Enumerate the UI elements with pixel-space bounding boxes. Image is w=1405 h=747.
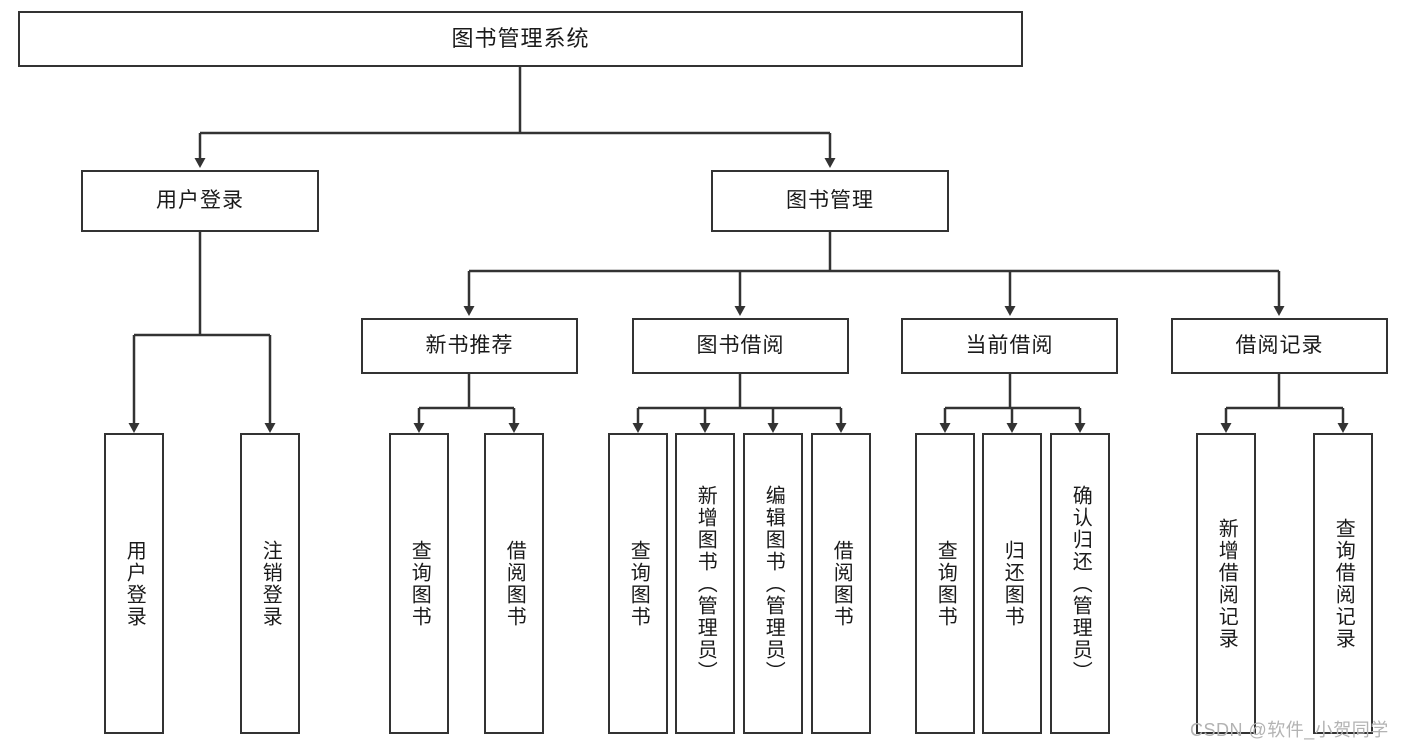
node-label: 图书管理 <box>786 189 874 213</box>
leaf-query-book-2[interactable]: 查询图书 <box>608 433 668 734</box>
leaf-add-record[interactable]: 新增借阅记录 <box>1196 433 1256 734</box>
leaf-add-book[interactable]: 新增图书（管理员） <box>675 433 735 734</box>
node-label: 新书推荐 <box>425 334 514 358</box>
node-book-manage[interactable]: 图书管理 <box>711 170 949 232</box>
node-label: 查询图书 <box>408 539 431 628</box>
leaf-logout[interactable]: 注销登录 <box>240 433 300 734</box>
node-current-borrow[interactable]: 当前借阅 <box>901 318 1118 374</box>
leaf-query-book-3[interactable]: 查询图书 <box>915 433 975 734</box>
leaf-confirm-return[interactable]: 确认归还（管理员） <box>1050 433 1110 734</box>
node-label: 借阅图书 <box>503 539 526 628</box>
node-borrow-record[interactable]: 借阅记录 <box>1171 318 1388 374</box>
leaf-edit-book[interactable]: 编辑图书（管理员） <box>743 433 803 734</box>
node-label: 编辑图书（管理员） <box>762 484 785 683</box>
node-label: 确认归还（管理员） <box>1069 484 1092 683</box>
node-label: 归还图书 <box>1001 539 1024 628</box>
node-label: 用户登录 <box>123 539 146 628</box>
node-label: 注销登录 <box>259 539 282 628</box>
leaf-borrow-book-2[interactable]: 借阅图书 <box>811 433 871 734</box>
leaf-borrow-book-1[interactable]: 借阅图书 <box>484 433 544 734</box>
node-label: 图书借阅 <box>696 334 785 358</box>
node-label: 查询图书 <box>627 539 650 628</box>
leaf-user-login[interactable]: 用户登录 <box>104 433 164 734</box>
node-label: 当前借阅 <box>965 334 1054 358</box>
leaf-query-record[interactable]: 查询借阅记录 <box>1313 433 1373 734</box>
node-label: 查询图书 <box>934 539 957 628</box>
node-label: 图书管理系统 <box>451 25 590 51</box>
node-root-system[interactable]: 图书管理系统 <box>18 11 1023 67</box>
leaf-return-book[interactable]: 归还图书 <box>982 433 1042 734</box>
node-book-borrow[interactable]: 图书借阅 <box>632 318 849 374</box>
node-label: 新增图书（管理员） <box>694 484 717 683</box>
node-label: 借阅记录 <box>1235 334 1324 358</box>
leaf-query-book-1[interactable]: 查询图书 <box>389 433 449 734</box>
node-label: 查询借阅记录 <box>1332 517 1355 650</box>
node-new-book-recommend[interactable]: 新书推荐 <box>361 318 578 374</box>
node-label: 借阅图书 <box>830 539 853 628</box>
node-user-login[interactable]: 用户登录 <box>81 170 319 232</box>
node-label: 新增借阅记录 <box>1215 517 1238 650</box>
node-label: 用户登录 <box>156 189 244 213</box>
